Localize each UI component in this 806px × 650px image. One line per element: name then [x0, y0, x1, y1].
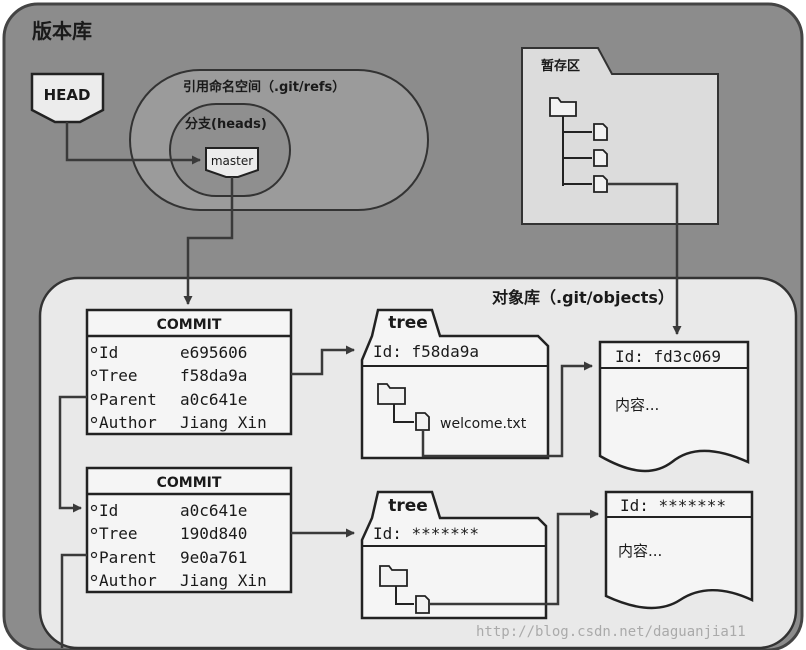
commit-row-key: Author — [99, 413, 157, 432]
stage-tree — [549, 97, 608, 193]
stage-file-icon — [593, 123, 608, 141]
file-icon — [415, 412, 430, 431]
commit-row-value: 9e0a761 — [180, 548, 247, 567]
commit-row-key: Tree — [99, 366, 138, 385]
commit-row-key: Id — [99, 343, 118, 362]
blob-content: 内容... — [615, 396, 659, 414]
commit-header: COMMIT — [157, 317, 222, 333]
row-bullet — [90, 416, 98, 424]
commit-row-key: Author — [99, 571, 157, 590]
row-bullet — [90, 346, 98, 354]
head-tag — [30, 72, 105, 124]
tree-object: tree Id: f58da9a welcome.txt — [360, 308, 550, 460]
blob-id: Id: ******* — [620, 496, 726, 515]
stage-to-blob-arrow — [607, 182, 682, 335]
master-label: master — [211, 154, 253, 168]
commit-to-tree-arrow — [291, 345, 355, 376]
blob-content: 内容... — [618, 542, 662, 560]
folder-icon — [379, 565, 408, 587]
parent-arrow-continued — [60, 553, 87, 648]
commit-row-value: Jiang Xin — [180, 413, 267, 432]
head-label: HEAD — [44, 86, 91, 104]
branches-label: 分支(heads) — [185, 116, 267, 132]
tree-object: tree Id: ******* — [360, 490, 548, 620]
commit-row-key: Id — [99, 501, 118, 520]
repository-label: 版本库 — [32, 19, 92, 43]
master-tag — [205, 147, 259, 178]
stage-file-icon — [593, 175, 608, 193]
row-bullet — [90, 504, 98, 512]
commit-row-value: a0c641e — [180, 501, 247, 520]
tree-to-blob-arrow — [429, 509, 599, 606]
row-bullet — [90, 574, 98, 582]
commit-box: COMMIT Id e695606 Tree f58da9a Parent a0… — [85, 308, 293, 436]
row-bullet — [90, 369, 98, 377]
commit-row-key: Parent — [99, 390, 157, 409]
tree-id: Id: ******* — [373, 524, 479, 543]
blob-object: Id: fd3c069 内容... — [598, 340, 750, 473]
blob-id: Id: fd3c069 — [615, 347, 721, 366]
folder-icon — [377, 383, 406, 405]
watermark: http://blog.csdn.net/daguanjia11 — [476, 624, 746, 640]
stage-folder-icon — [549, 97, 577, 117]
commit-row-value: 190d840 — [180, 524, 247, 543]
commit-box: COMMIT Id a0c641e Tree 190d840 Parent 9e… — [85, 466, 293, 594]
blob-object: Id: ******* 内容... — [604, 490, 754, 610]
commit-row-value: e695606 — [180, 343, 247, 362]
tree-tab-label: tree — [388, 496, 428, 516]
commit-header: COMMIT — [157, 475, 222, 491]
row-bullet — [90, 527, 98, 535]
commit-row-key: Parent — [99, 548, 157, 567]
commit-row-value: f58da9a — [180, 366, 247, 385]
commit-row-value: a0c641e — [180, 390, 247, 409]
row-bullet — [90, 551, 98, 559]
stage-area — [521, 47, 719, 225]
tree-file-name: welcome.txt — [440, 416, 527, 432]
refs-namespace-label: 引用命名空间（.git/refs） — [183, 79, 345, 95]
stage-file-icon — [593, 149, 608, 167]
row-bullet — [90, 393, 98, 401]
stage-label: 暂存区 — [541, 58, 580, 74]
tree-to-blob-arrow — [421, 361, 593, 458]
tree-tab-label: tree — [388, 313, 428, 333]
object-store-label: 对象库（.git/objects） — [492, 288, 674, 307]
file-icon — [415, 595, 430, 614]
parent-arrow — [58, 395, 87, 513]
commit-row-key: Tree — [99, 524, 138, 543]
tree-id: Id: f58da9a — [373, 342, 479, 361]
master-to-commit-arrow — [183, 177, 234, 305]
head-to-master-arrow — [65, 122, 201, 165]
commit-row-value: Jiang Xin — [180, 571, 267, 590]
